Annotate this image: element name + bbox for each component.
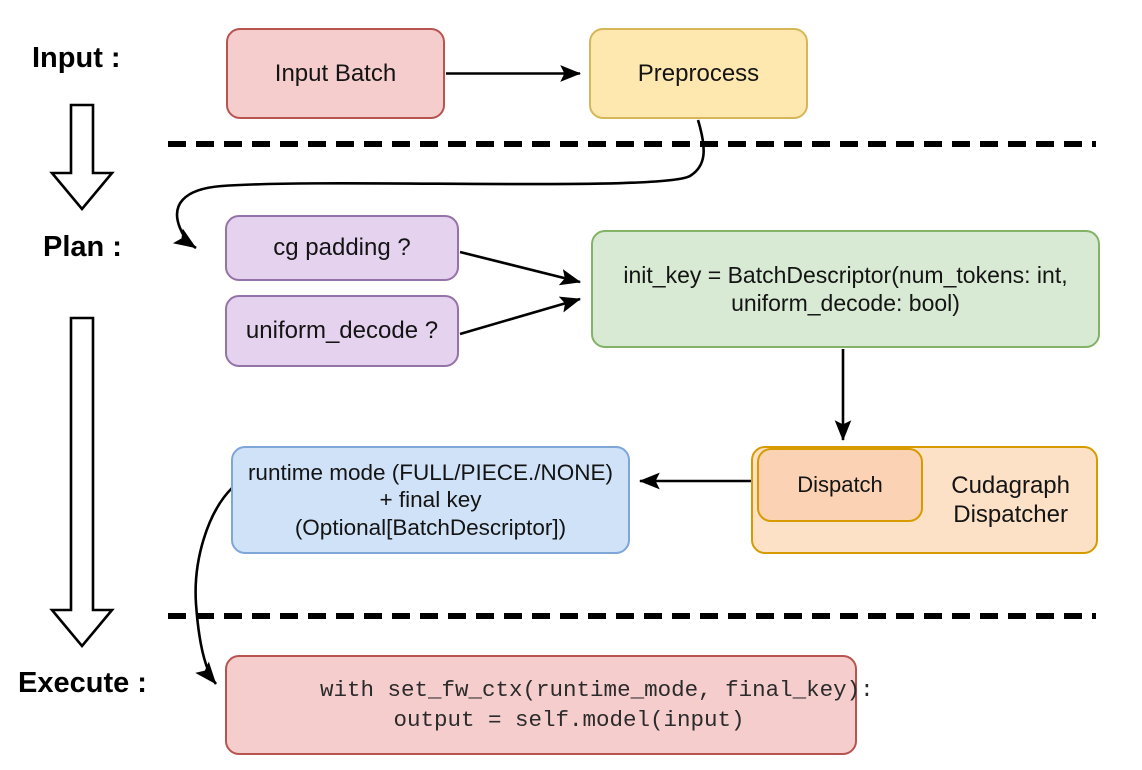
node-dispatch-label: Dispatch (797, 471, 883, 497)
stage-label-execute: Execute : (18, 667, 147, 699)
node-runtime-mode-line2: + final key (Optional[BatchDescriptor]) (294, 487, 567, 540)
edge-uniform-decode-to-init-key (459, 296, 581, 336)
node-execute-code[interactable]: with set_fw_ctx(runtime_mode, final_key)… (225, 655, 874, 755)
node-preprocess[interactable]: Preprocess (589, 28, 808, 119)
node-init-key-line2: uniform_decode: bool) (731, 290, 960, 316)
node-preprocess-label: Preprocess (637, 59, 760, 87)
edge-cg-padding-to-init-key (459, 250, 582, 286)
stage-label-input: Input : (32, 42, 121, 74)
stage-arrow-input-to-plan (49, 103, 115, 212)
node-execute-code-line2: output = self.model(input) (339, 707, 745, 733)
node-cg-padding[interactable]: cg padding ? (225, 215, 459, 281)
node-input-batch-label: Input Batch (274, 59, 397, 87)
edge-runtime-mode-to-exec-code (194, 487, 233, 685)
node-execute-code-text: with set_fw_ctx(runtime_mode, final_key)… (239, 644, 874, 766)
stage-arrow-plan-to-execute (49, 316, 115, 649)
node-init-key[interactable]: init_key = BatchDescriptor(num_tokens: i… (591, 230, 1100, 348)
node-runtime-mode[interactable]: runtime mode (FULL/PIECE./NONE) + final … (231, 446, 630, 554)
node-input-batch[interactable]: Input Batch (226, 28, 445, 119)
node-runtime-mode-text: runtime mode (FULL/PIECE./NONE) + final … (243, 459, 618, 541)
node-cudagraph-dispatcher-label: Cudagraph Dispatcher (951, 471, 1070, 528)
node-init-key-text: init_key = BatchDescriptor(num_tokens: i… (603, 261, 1088, 317)
node-init-key-line1: init_key = BatchDescriptor(num_tokens: i… (623, 261, 1068, 288)
node-cg-padding-label: cg padding ? (273, 234, 411, 262)
stage-label-plan: Plan : (43, 231, 122, 263)
node-dispatch[interactable]: Dispatch (757, 448, 923, 522)
node-runtime-mode-line1: runtime mode (FULL/PIECE./NONE) (247, 459, 614, 485)
node-execute-code-line1: with set_fw_ctx(runtime_mode, final_key)… (320, 676, 874, 703)
node-uniform-decode[interactable]: uniform_decode ? (225, 295, 459, 367)
node-uniform-decode-label: uniform_decode ? (245, 317, 439, 345)
